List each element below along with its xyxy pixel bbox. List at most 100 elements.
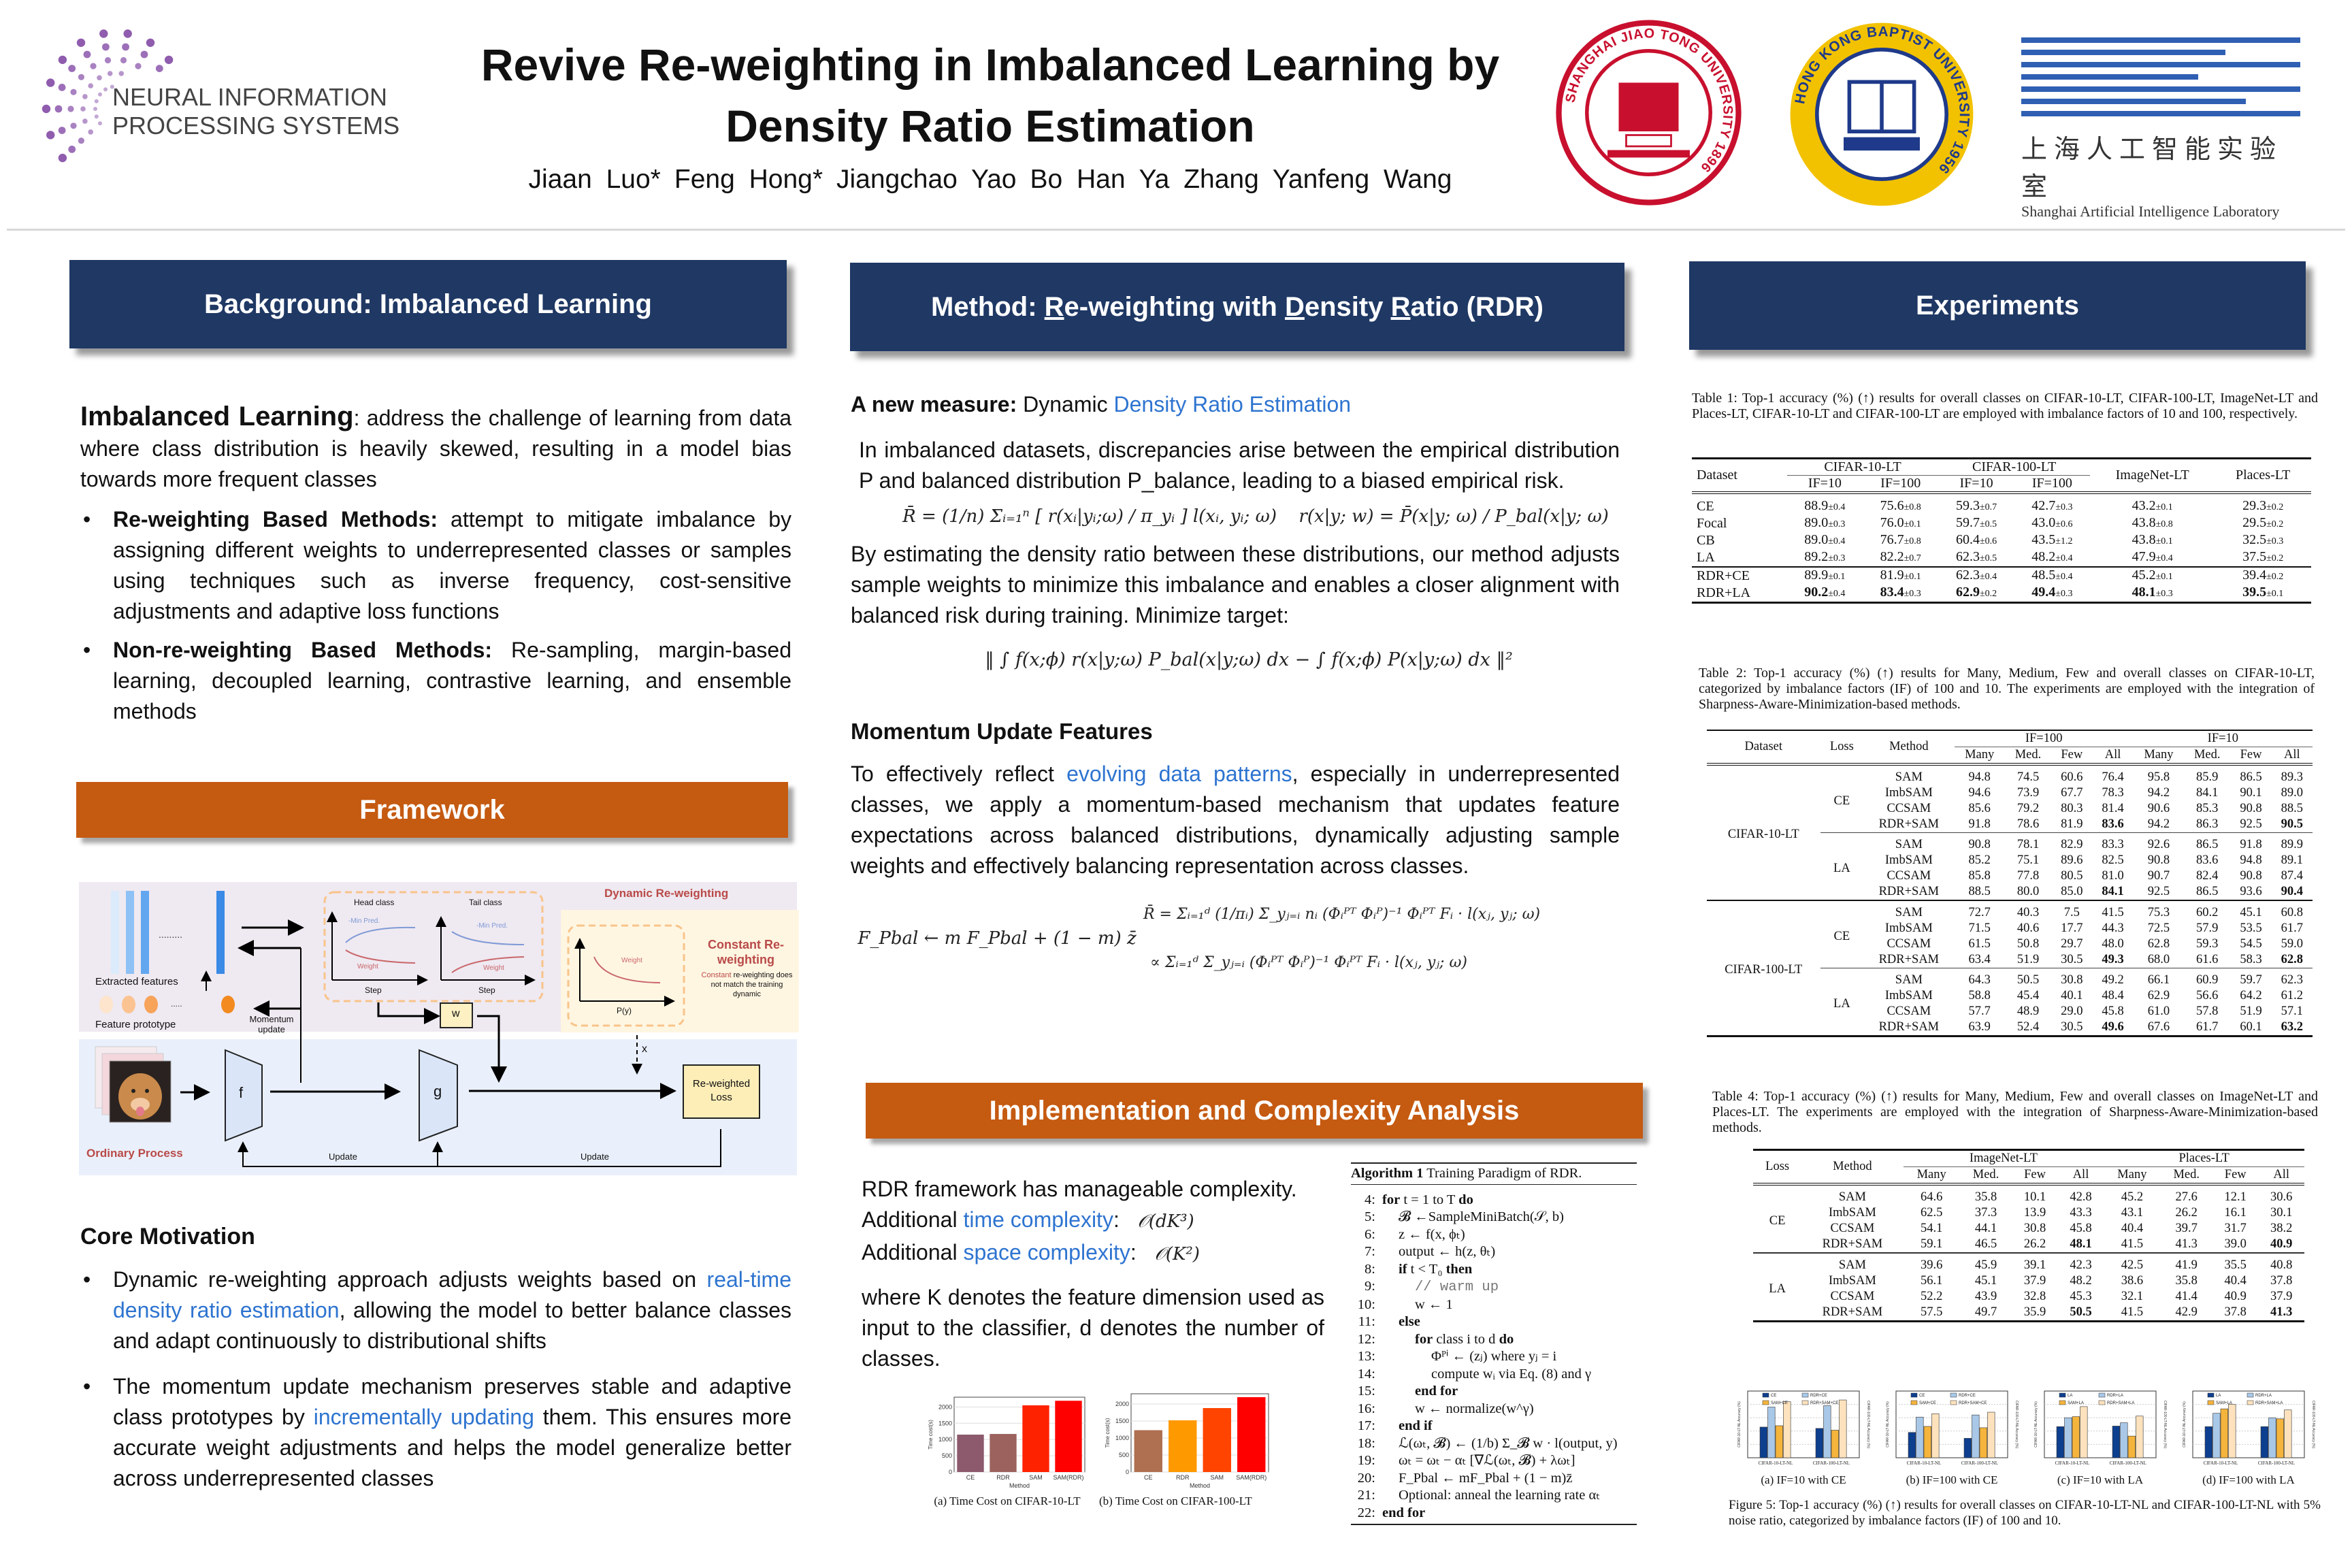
algorithm-line: 12:for class i to d do bbox=[1351, 1331, 1637, 1349]
value-cell: 35.8 bbox=[2175, 1274, 2198, 1288]
value-cell: 52.2 bbox=[1920, 1290, 1943, 1303]
measure-text: Dynamic bbox=[1017, 392, 1114, 416]
line-code: 𝓑 ←SampleMiniBatch(𝒮, b) bbox=[1382, 1209, 1564, 1226]
col-header: Med. bbox=[1972, 1168, 1999, 1181]
std: ±0.1 bbox=[2155, 536, 2173, 546]
x-tick-label: CE bbox=[966, 1474, 975, 1481]
logo-text-2: PROCESSING SYSTEMS bbox=[112, 112, 400, 140]
line-number: 6: bbox=[1365, 1226, 1375, 1242]
code-token: for bbox=[1415, 1331, 1433, 1347]
x-tick-label: SAM(RDR) bbox=[1054, 1474, 1084, 1481]
value-cell: 40.4 bbox=[2224, 1274, 2247, 1288]
motivation-text: them. This ensures more accurate weight … bbox=[113, 1405, 792, 1490]
value-cell: 62.9±0.2 bbox=[1938, 585, 2014, 603]
y-axis-label-left: CIFAR-10-LT-NL Accuracy (%) bbox=[2034, 1401, 2038, 1448]
line-number: 13: bbox=[1357, 1349, 1375, 1364]
value-cell: 73.9 bbox=[2016, 786, 2040, 800]
legend-swatch bbox=[2207, 1400, 2215, 1405]
value-cell: 10.1 bbox=[2023, 1190, 2046, 1204]
col-header: CIFAR-10-LT bbox=[1786, 458, 1939, 476]
value: 88.9 bbox=[1804, 498, 1829, 513]
x-tick-label: CE bbox=[1144, 1474, 1153, 1481]
g-label: g bbox=[434, 1083, 442, 1100]
algo-title-text: Training Paradigm of RDR. bbox=[1423, 1166, 1582, 1181]
neurips-logo: NEURAL INFORMATION PROCESSING SYSTEMS bbox=[34, 20, 422, 197]
legend-label: RDR+SAM+CE bbox=[1810, 1401, 1838, 1405]
value-cell: 61.5 bbox=[1968, 937, 1991, 951]
col-header: Med. bbox=[2193, 748, 2221, 762]
bar-SAM+CE bbox=[1923, 1426, 1931, 1458]
value-cell: 59.3 bbox=[2196, 937, 2219, 951]
col-header: ImageNet-LT bbox=[1903, 1149, 2104, 1167]
value-cell: 82.5 bbox=[2102, 853, 2124, 867]
bar-RDR+LA bbox=[2268, 1417, 2276, 1458]
heading-part: R bbox=[1044, 291, 1064, 322]
timecost-caption-b: (b) Time Cost on CIFAR-100-LT bbox=[1099, 1494, 1252, 1507]
value-cell: 62.5 bbox=[1920, 1206, 1943, 1220]
input-image-stack bbox=[95, 1046, 172, 1123]
y-tick-label: 1500 bbox=[1115, 1418, 1129, 1424]
value-cell: 41.5 bbox=[2102, 906, 2124, 919]
bar-RDR+CE bbox=[1916, 1416, 1924, 1458]
value-cell: 44.3 bbox=[2102, 921, 2124, 935]
value-cell: 91.8 bbox=[2240, 838, 2262, 851]
x-tick-label: CIFAR-100-LT-NL bbox=[2258, 1460, 2295, 1466]
line-number: 21: bbox=[1357, 1488, 1375, 1503]
value-cell: 92.5 bbox=[2147, 885, 2170, 898]
value-cell: 49.3 bbox=[2102, 953, 2124, 966]
value-cell: 83.6 bbox=[2196, 853, 2219, 867]
equation-risk: R̄ = (1/n) Σᵢ₌₁ⁿ [ r(xᵢ|yᵢ;ω) / π_yᵢ ] l… bbox=[902, 506, 1277, 527]
y-tick-label: 1000 bbox=[1115, 1435, 1129, 1441]
col-header: IF=10 bbox=[1808, 476, 1842, 491]
std: ±0.1 bbox=[2155, 502, 2173, 512]
algorithm-line: 10:w ← 1 bbox=[1351, 1296, 1637, 1314]
code-token: do bbox=[1458, 1192, 1473, 1207]
min-pred-label-tail: -Min Pred. bbox=[476, 922, 508, 930]
value-cell: 62.9 bbox=[2147, 989, 2170, 1002]
bar-CE bbox=[1759, 1426, 1768, 1458]
value: 39.4 bbox=[2242, 568, 2267, 583]
intro-paragraph: Imbalanced Learning: address the challen… bbox=[80, 402, 791, 495]
impl-text: Additional bbox=[862, 1240, 964, 1264]
bullet-term: Re-weighting Based Methods: bbox=[113, 507, 438, 532]
value-cell: 39.0 bbox=[2224, 1237, 2247, 1251]
equation-row-2: F_Pbal ← m F_Pbal + (1 − m) z̄ R̄ = Σᵢ₌₁… bbox=[851, 899, 1620, 978]
value-cell: 63.2 bbox=[2281, 1020, 2304, 1034]
value-cell: 43.2±0.1 bbox=[2090, 493, 2215, 515]
value-cell: 90.2±0.4 bbox=[1787, 585, 1863, 603]
value-cell: 60.9 bbox=[2196, 973, 2219, 987]
motivation-text: The momentum update mechanism preserves … bbox=[113, 1374, 791, 1429]
col-header: ImageNet-LT bbox=[2115, 468, 2189, 483]
value-cell: 45.2±0.1 bbox=[2090, 567, 2215, 585]
extracted-features-label: Extracted features bbox=[95, 976, 178, 987]
algorithm-line: 16:w ← normalize(w^γ) bbox=[1351, 1401, 1637, 1418]
method-cell: ImbSAM bbox=[1828, 1206, 1876, 1220]
value-cell: 40.4 bbox=[2121, 1222, 2144, 1235]
line-number: 14: bbox=[1357, 1366, 1375, 1382]
line-number: 15: bbox=[1357, 1384, 1375, 1399]
line-code: for class i to d do bbox=[1382, 1331, 1514, 1349]
bar-RDR+LA bbox=[2064, 1417, 2072, 1458]
head-class-label: Head class bbox=[354, 898, 395, 907]
value-cell: 57.1 bbox=[2281, 1004, 2304, 1018]
value-cell: 62.3 bbox=[2281, 973, 2304, 987]
value-cell: 40.6 bbox=[2016, 921, 2040, 935]
x-tick-label: SAM bbox=[1029, 1474, 1043, 1481]
legend-label: RDR+LA bbox=[2255, 1394, 2272, 1398]
core-motivation: Core Motivation Dynamic re-weighting app… bbox=[80, 1222, 791, 1494]
bar-CE bbox=[1908, 1432, 1916, 1458]
equation-momentum: F_Pbal ← m F_Pbal + (1 − m) z̄ bbox=[858, 928, 1137, 949]
std: ±0.1 bbox=[2266, 589, 2284, 599]
framework-heading: Framework bbox=[76, 782, 788, 838]
value-cell: 48.1 bbox=[2070, 1237, 2092, 1251]
value-cell: 26.2 bbox=[2175, 1206, 2198, 1220]
value-cell: 88.5 bbox=[2281, 802, 2304, 815]
value: 62.3 bbox=[1955, 568, 1980, 583]
line-number: 8: bbox=[1365, 1261, 1375, 1277]
value: 45.2 bbox=[2132, 568, 2156, 583]
value-cell: 40.9 bbox=[2224, 1290, 2247, 1303]
line-number: 20: bbox=[1357, 1470, 1375, 1486]
